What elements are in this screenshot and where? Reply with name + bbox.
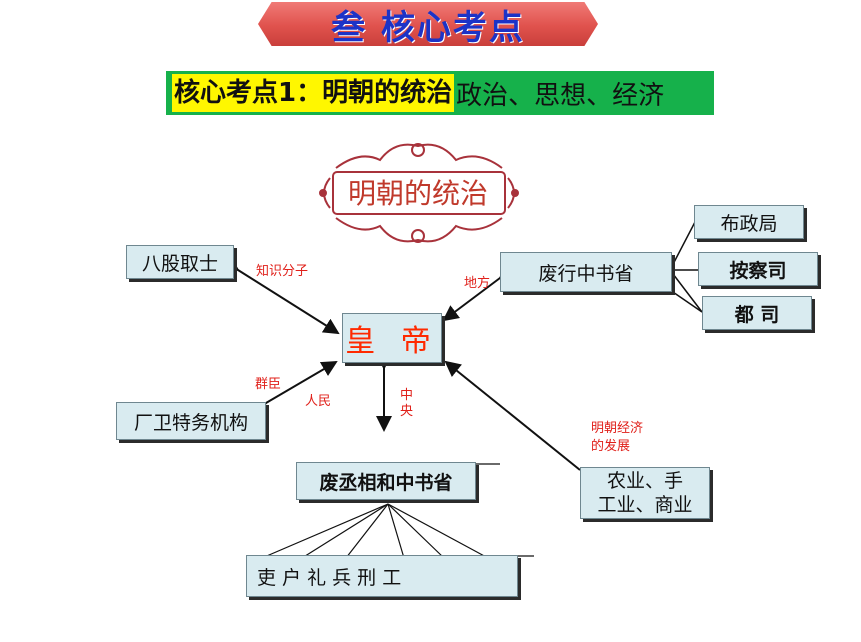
label-qunchen: 群臣 <box>255 377 282 392</box>
label-zhongyang: 中 央 <box>400 388 414 420</box>
label-jingji-2: 的发展 <box>591 439 631 454</box>
label-zhishi: 知识分子 <box>256 264 309 279</box>
economy-line-1: 农业、手 <box>606 470 683 492</box>
node-emperor: 皇 帝 <box>342 313 442 363</box>
label-jingji-1: 明朝经济 <box>591 421 644 436</box>
arrow-bagu-emperor <box>221 255 340 335</box>
node-economy: 农业、手 工业、商业 <box>580 467 710 519</box>
fan-lines-liubu <box>261 463 534 559</box>
subtitle-rest: 政治、思想、经济 <box>456 80 665 111</box>
label-jingji: 明朝经济 的发展 <box>591 420 643 456</box>
node-feixing: 废行中书省 <box>500 252 672 292</box>
label-zhongyang-2: 央 <box>400 404 414 419</box>
title-banner <box>258 2 598 46</box>
label-renmin: 人民 <box>305 394 332 409</box>
node-ancha: 按察司 <box>698 252 818 286</box>
ornament-title: 明朝的统治 <box>347 177 488 210</box>
node-dusi: 都 司 <box>702 296 812 330</box>
node-buzheng: 布政局 <box>694 205 804 239</box>
branch-lines-local <box>669 221 703 313</box>
node-feicheng: 废丞相和中书省 <box>296 462 476 500</box>
arrow-economy-emperor <box>444 360 581 471</box>
economy-line-2: 工业、商业 <box>597 494 693 516</box>
banner-title: 叁 核心考点 <box>331 7 525 48</box>
arrow-feixing-emperor <box>442 263 516 322</box>
node-bagu: 八股取士 <box>126 245 234 279</box>
subtitle-bar: 核心考点1：明朝的统治 政治、思想、经济 <box>166 71 714 115</box>
label-difang: 地方 <box>464 276 491 291</box>
ornament-frame <box>319 143 519 243</box>
node-liubu: 吏 户 礼 兵 刑 工 <box>246 555 518 597</box>
subtitle-highlight: 核心考点1：明朝的统治 <box>172 74 455 112</box>
label-zhongyang-1: 中 <box>400 388 414 403</box>
node-changwei: 厂卫特务机构 <box>116 402 266 440</box>
arrow-changwei-emperor <box>249 360 338 417</box>
